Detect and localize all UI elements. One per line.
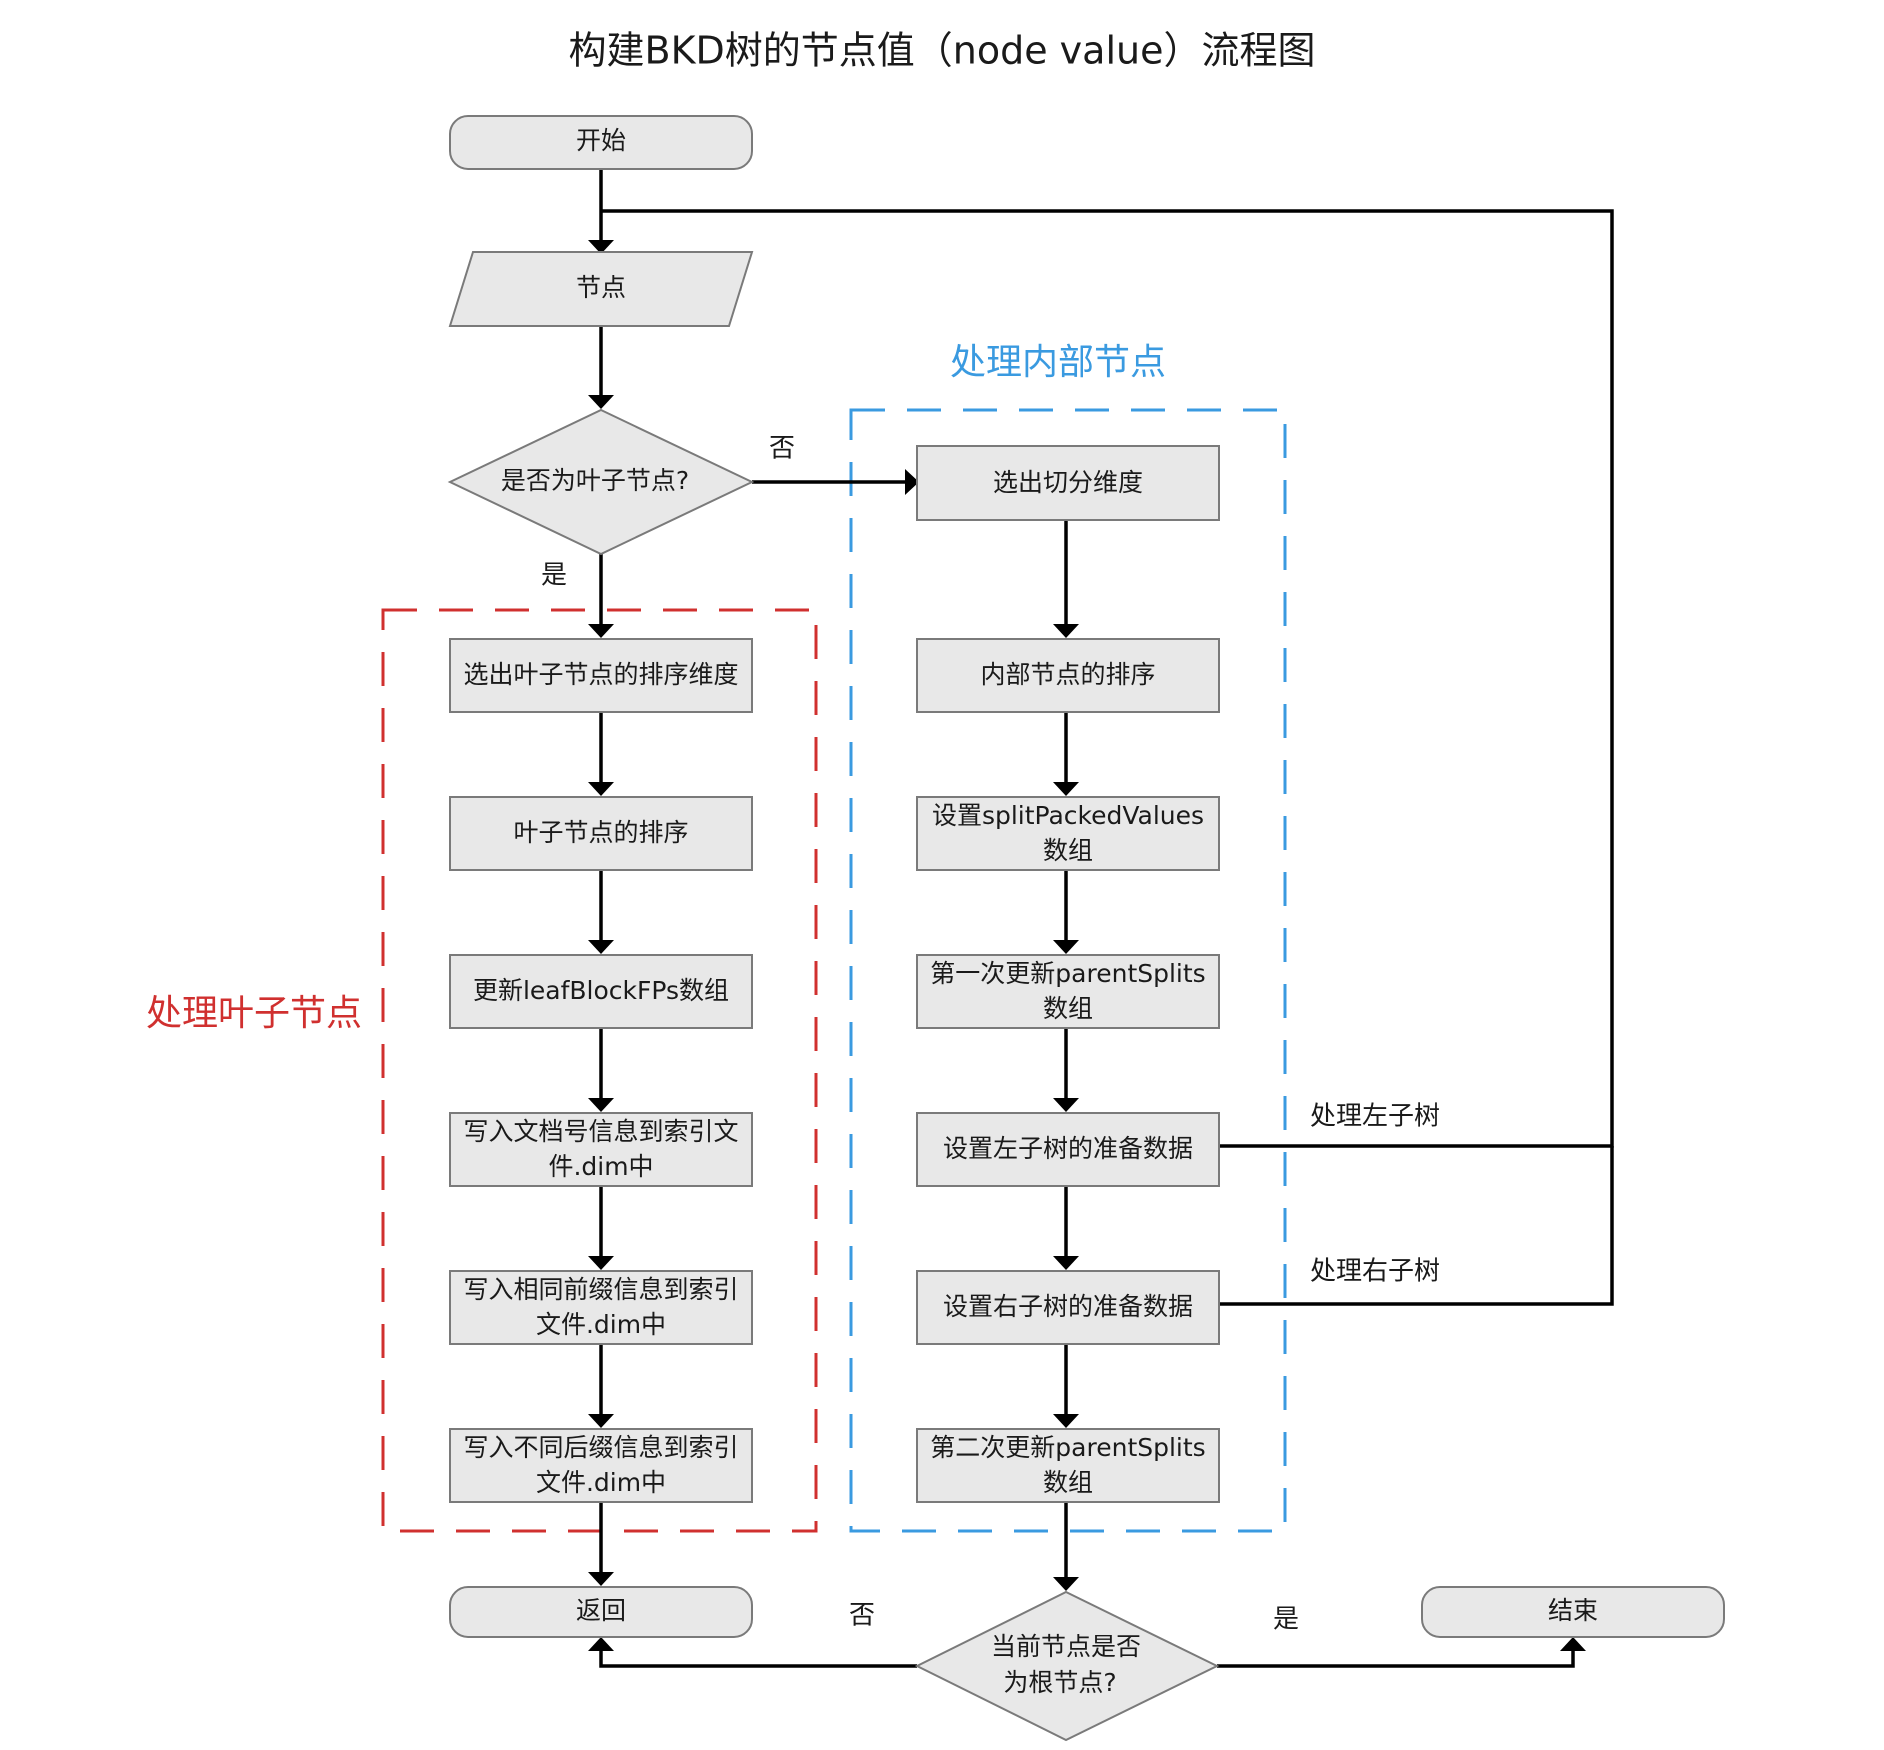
leaf-sort-label: 叶子节点的排序 <box>513 818 688 847</box>
update-parent-1-step: 第一次更新parentSplits 数组 <box>916 954 1220 1029</box>
set-split-packed-label-line-1: 设置splitPackedValues <box>932 801 1204 830</box>
return-terminal: 返回 <box>449 1586 753 1638</box>
edge-label-leaf-yes: 是 <box>541 561 567 591</box>
edge-label-root-yes: 是 <box>1273 1605 1299 1635</box>
node-input-shape <box>448 251 754 327</box>
edge-leaf-5-6-arrowhead <box>588 1414 614 1428</box>
end-terminal-shape <box>1421 1586 1725 1638</box>
update-parent-2-step: 第二次更新parentSplits 数组 <box>916 1428 1220 1503</box>
update-parent-2-shape <box>916 1428 1220 1503</box>
write-common-prefix-label-line-1: 写入相同前缀信息到索引 <box>463 1275 738 1304</box>
prepare-right-label: 设置右子树的准备数据 <box>943 1292 1193 1321</box>
update-leaf-fps-shape <box>449 954 753 1029</box>
is-leaf-decision-label: 是否为叶子节点? <box>501 466 689 495</box>
start-terminal: 开始 <box>449 115 753 170</box>
edge-start-to-node-arrowhead <box>588 240 614 254</box>
edge-label-root-no: 否 <box>849 1601 875 1631</box>
leaf-sort-step: 叶子节点的排序 <box>449 796 753 871</box>
update-parent-1-shape <box>916 954 1220 1029</box>
select-split-dim-step: 选出切分维度 <box>916 445 1220 521</box>
write-docid-label-line-1: 写入文档号信息到索引文 <box>463 1117 738 1146</box>
end-label: 结束 <box>1548 1596 1598 1625</box>
write-docid-step: 写入文档号信息到索引文 件.dim中 <box>449 1112 753 1187</box>
edge-int-4-5-arrowhead <box>1053 1098 1079 1112</box>
edge-decision-no-arrowhead <box>905 469 919 495</box>
prepare-left-shape <box>916 1112 1220 1187</box>
prepare-left-step: 设置左子树的准备数据 <box>916 1112 1220 1187</box>
is-leaf-decision-shape <box>447 408 755 556</box>
write-common-prefix-step: 写入相同前缀信息到索引 文件.dim中 <box>449 1270 753 1345</box>
update-parent-2-label-line-2: 数组 <box>1043 1468 1093 1497</box>
internal-sort-step: 内部节点的排序 <box>916 638 1220 713</box>
edge-root-no <box>599 1650 917 1668</box>
select-split-dim-shape <box>916 445 1220 521</box>
is-root-decision: 当前节点是否 为根节点? <box>914 1590 1220 1742</box>
edge-int-3-4-arrowhead <box>1053 940 1079 954</box>
is-root-decision-label-line-2: 为根节点? <box>1003 1668 1116 1697</box>
leaf-select-dim-step: 选出叶子节点的排序维度 <box>449 638 753 713</box>
leaf-select-dim-shape <box>449 638 753 713</box>
leaf-sort-shape <box>449 796 753 871</box>
edge-leaf-to-return-arrowhead <box>588 1572 614 1586</box>
internal-group-label: 处理内部节点 <box>950 342 1166 383</box>
write-docid-label-line-2: 件.dim中 <box>548 1152 653 1181</box>
end-terminal: 结束 <box>1421 1586 1725 1638</box>
write-suffix-label-line-1: 写入不同后缀信息到索引 <box>463 1433 738 1462</box>
edge-left-subtree-loop <box>601 209 1614 1148</box>
edge-decision-yes-arrowhead <box>588 624 614 638</box>
edges <box>588 169 1614 1668</box>
edge-leaf-3-4-arrowhead <box>588 1098 614 1112</box>
is-root-decision-label-line-1: 当前节点是否 <box>991 1632 1141 1661</box>
start-label: 开始 <box>576 126 626 155</box>
edge-label-right-subtree: 处理右子树 <box>1310 1257 1440 1287</box>
internal-group-frame <box>849 408 1287 1533</box>
edge-leaf-2-3-arrowhead <box>588 940 614 954</box>
set-split-packed-shape <box>916 796 1220 871</box>
internal-sort-shape <box>916 638 1220 713</box>
diagram-title: 构建BKD树的节点值（node value）流程图 <box>569 29 1316 73</box>
prepare-right-step: 设置右子树的准备数据 <box>916 1270 1220 1345</box>
write-suffix-step: 写入不同后缀信息到索引 文件.dim中 <box>449 1428 753 1503</box>
edge-int-1-2-arrowhead <box>1053 624 1079 638</box>
edge-root-yes-arrowhead <box>1560 1637 1586 1651</box>
edge-right-subtree-loop <box>1217 1146 1614 1306</box>
update-parent-1-label-line-2: 数组 <box>1043 994 1093 1023</box>
write-common-prefix-label-line-2: 文件.dim中 <box>536 1310 666 1339</box>
edge-int-5-6-arrowhead <box>1053 1256 1079 1270</box>
return-label: 返回 <box>576 1596 626 1625</box>
update-parent-1-label-line-1: 第一次更新parentSplits <box>930 959 1205 988</box>
set-split-packed-label-line-2: 数组 <box>1043 836 1093 865</box>
edge-label-leaf-no: 否 <box>769 434 795 464</box>
edge-root-no-arrowhead <box>588 1637 614 1651</box>
start-terminal-shape <box>449 115 753 170</box>
update-parent-2-label-line-1: 第二次更新parentSplits <box>930 1433 1205 1462</box>
prepare-left-label: 设置左子树的准备数据 <box>943 1134 1193 1163</box>
write-docid-shape <box>449 1112 753 1187</box>
return-terminal-shape <box>449 1586 753 1638</box>
set-split-packed-step: 设置splitPackedValues 数组 <box>916 796 1220 871</box>
update-leaf-fps-step: 更新leafBlockFPs数组 <box>449 954 753 1029</box>
edge-leaf-4-5-arrowhead <box>588 1256 614 1270</box>
node-input: 节点 <box>448 251 754 327</box>
is-leaf-decision: 是否为叶子节点? <box>447 408 755 556</box>
write-common-prefix-shape <box>449 1270 753 1345</box>
edge-int-2-3-arrowhead <box>1053 782 1079 796</box>
update-leaf-fps-label: 更新leafBlockFPs数组 <box>473 976 729 1005</box>
is-root-decision-shape <box>914 1590 1220 1742</box>
leaf-select-dim-label: 选出叶子节点的排序维度 <box>463 660 738 689</box>
write-suffix-label-line-2: 文件.dim中 <box>536 1468 666 1497</box>
write-suffix-shape <box>449 1428 753 1503</box>
internal-sort-label: 内部节点的排序 <box>980 660 1155 689</box>
leaf-group-label: 处理叶子节点 <box>146 993 362 1034</box>
edge-int-6-7-arrowhead <box>1053 1414 1079 1428</box>
edge-int-to-root-check-arrowhead <box>1053 1577 1079 1591</box>
edge-root-yes <box>1217 1650 1575 1668</box>
edge-label-left-subtree: 处理左子树 <box>1310 1102 1440 1132</box>
edge-node-to-decision-arrowhead <box>588 395 614 409</box>
prepare-right-shape <box>916 1270 1220 1345</box>
node-input-label: 节点 <box>576 273 626 302</box>
edge-leaf-1-2-arrowhead <box>588 782 614 796</box>
select-split-dim-label: 选出切分维度 <box>993 468 1143 497</box>
